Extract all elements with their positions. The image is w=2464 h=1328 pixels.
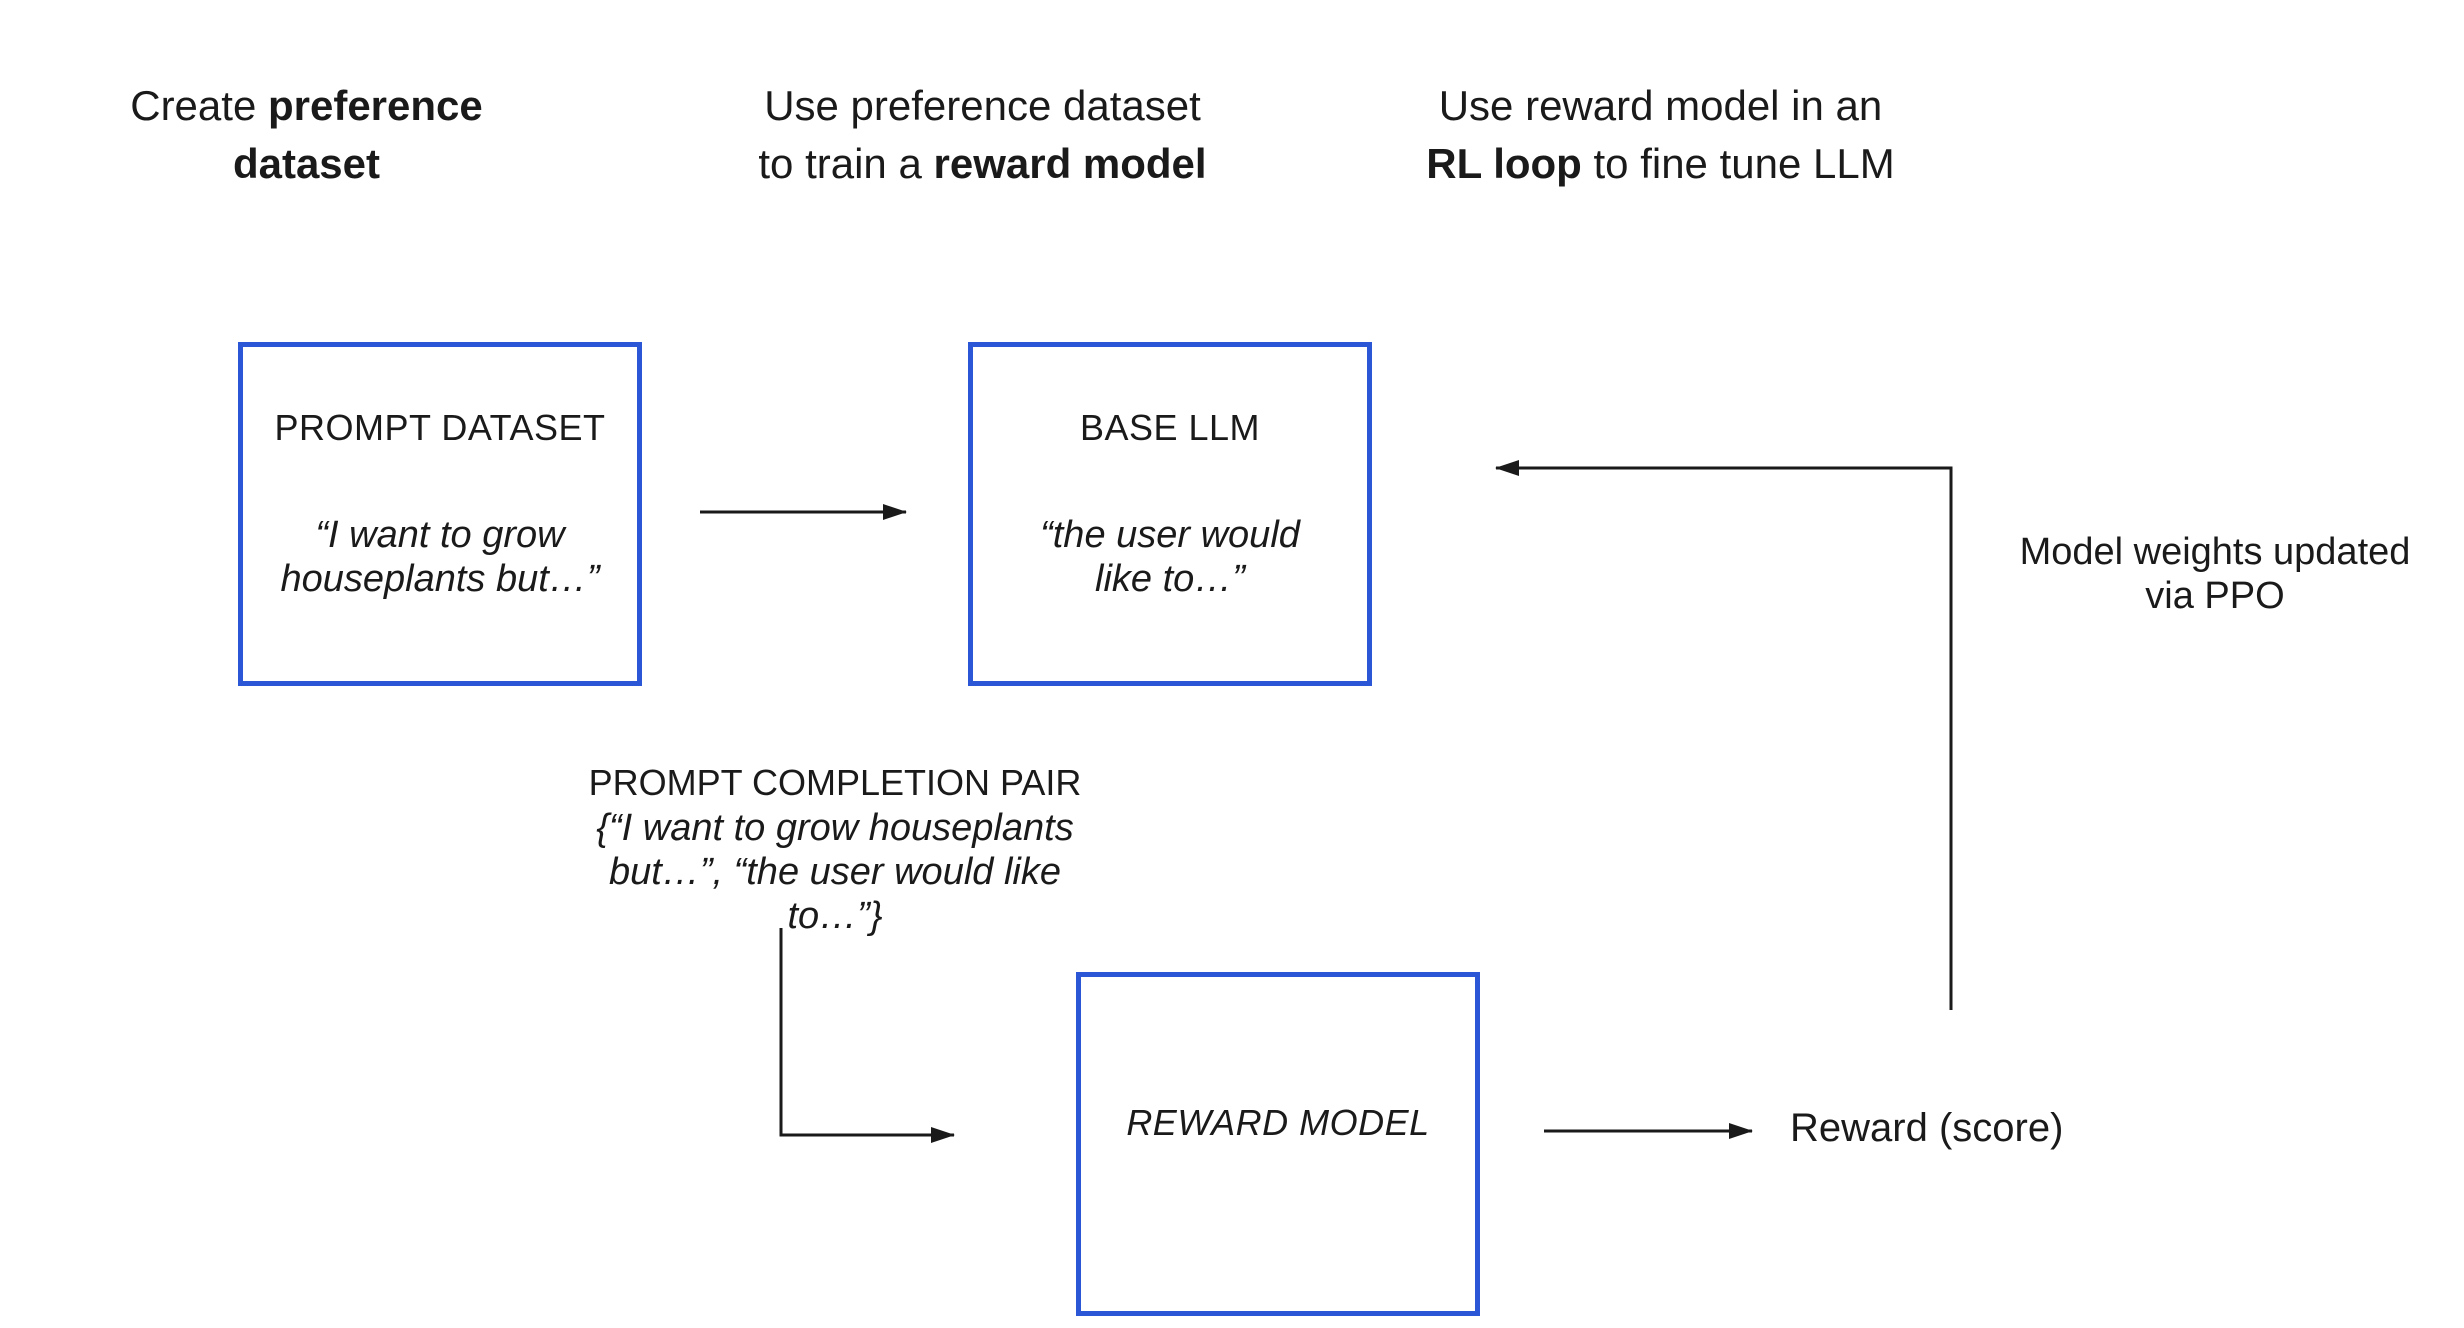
- step-2-line-1-part-1: Use preference dataset: [764, 82, 1201, 129]
- pair-example-line-1: {“I want to grow houseplants: [596, 807, 1074, 849]
- step-2-line-2-part-2: reward model: [933, 140, 1207, 187]
- arrow-pair-to-reward-model: [779, 928, 955, 1143]
- step-3-line-2-part-2: to fine tune LLM: [1581, 140, 1895, 187]
- pair-example-line-3: to…”}: [787, 895, 883, 937]
- step-2-line-2-part-1: to train a: [758, 140, 934, 187]
- base-llm-node: BASE LLM “the user would like to…”: [968, 342, 1372, 686]
- step-3-line-2-part-1: RL loop: [1426, 140, 1582, 187]
- pair-title: PROMPT COMPLETION PAIR: [588, 762, 1082, 803]
- arrow-score-to-llm: [1495, 460, 1953, 1010]
- step-3-line-1: Use reward model in an: [1426, 77, 1894, 135]
- step-1-line-2-part-1: dataset: [232, 140, 381, 187]
- base-llm-example-line-1: “the user would: [1040, 514, 1300, 556]
- step-1-line-1-part-1: Create: [130, 82, 268, 129]
- prompt-dataset-example-line-1: “I want to grow: [315, 514, 565, 556]
- base-llm-example-line-2: like to…”: [1095, 558, 1245, 600]
- prompt-dataset-title: PROMPT DATASET: [274, 407, 606, 448]
- step-rl-loop: Use reward model in an RL loop to fine t…: [1388, 42, 1933, 228]
- step-3-line-1-part-1: Use reward model in an: [1438, 82, 1883, 129]
- base-llm-title: BASE LLM: [1079, 407, 1261, 448]
- reward-model-title: REWARD MODEL: [1126, 1102, 1430, 1143]
- step-2-line-1: Use preference dataset: [758, 77, 1206, 135]
- step-create-preference-dataset: Create preference dataset: [34, 42, 579, 228]
- prompt-dataset-example-line-2: houseplants but…”: [280, 558, 600, 600]
- reward-model-node: REWARD MODEL: [1076, 972, 1480, 1316]
- prompt-dataset-node: PROMPT DATASET “I want to grow houseplan…: [238, 342, 642, 686]
- step-train-reward-model: Use preference dataset to train a reward…: [710, 42, 1255, 228]
- ppo-update-label: Model weights updated via PPO: [1975, 530, 2455, 618]
- step-1-line-2: dataset: [130, 135, 483, 193]
- step-1-line-1: Create preference: [130, 77, 483, 135]
- ppo-label-line-2: via PPO: [2145, 575, 2285, 617]
- prompt-dataset-example: “I want to grow houseplants but…”: [243, 513, 637, 601]
- ppo-label-line-1: Model weights updated: [2019, 531, 2411, 573]
- base-llm-example: “the user would like to…”: [973, 513, 1367, 601]
- pair-example-line-2: but…”, “the user would like: [609, 851, 1061, 893]
- step-2-line-2: to train a reward model: [758, 135, 1206, 193]
- step-3-text: Use reward model in an RL loop to fine t…: [1426, 77, 1894, 193]
- step-3-line-2: RL loop to fine tune LLM: [1426, 135, 1894, 193]
- prompt-completion-pair-label: PROMPT COMPLETION PAIR {“I want to grow …: [530, 760, 1140, 938]
- step-1-text: Create preference dataset: [130, 77, 483, 193]
- reward-score-label: Reward (score): [1790, 1106, 2064, 1150]
- step-1-line-1-part-2: preference: [267, 82, 483, 129]
- step-2-text: Use preference dataset to train a reward…: [758, 77, 1206, 193]
